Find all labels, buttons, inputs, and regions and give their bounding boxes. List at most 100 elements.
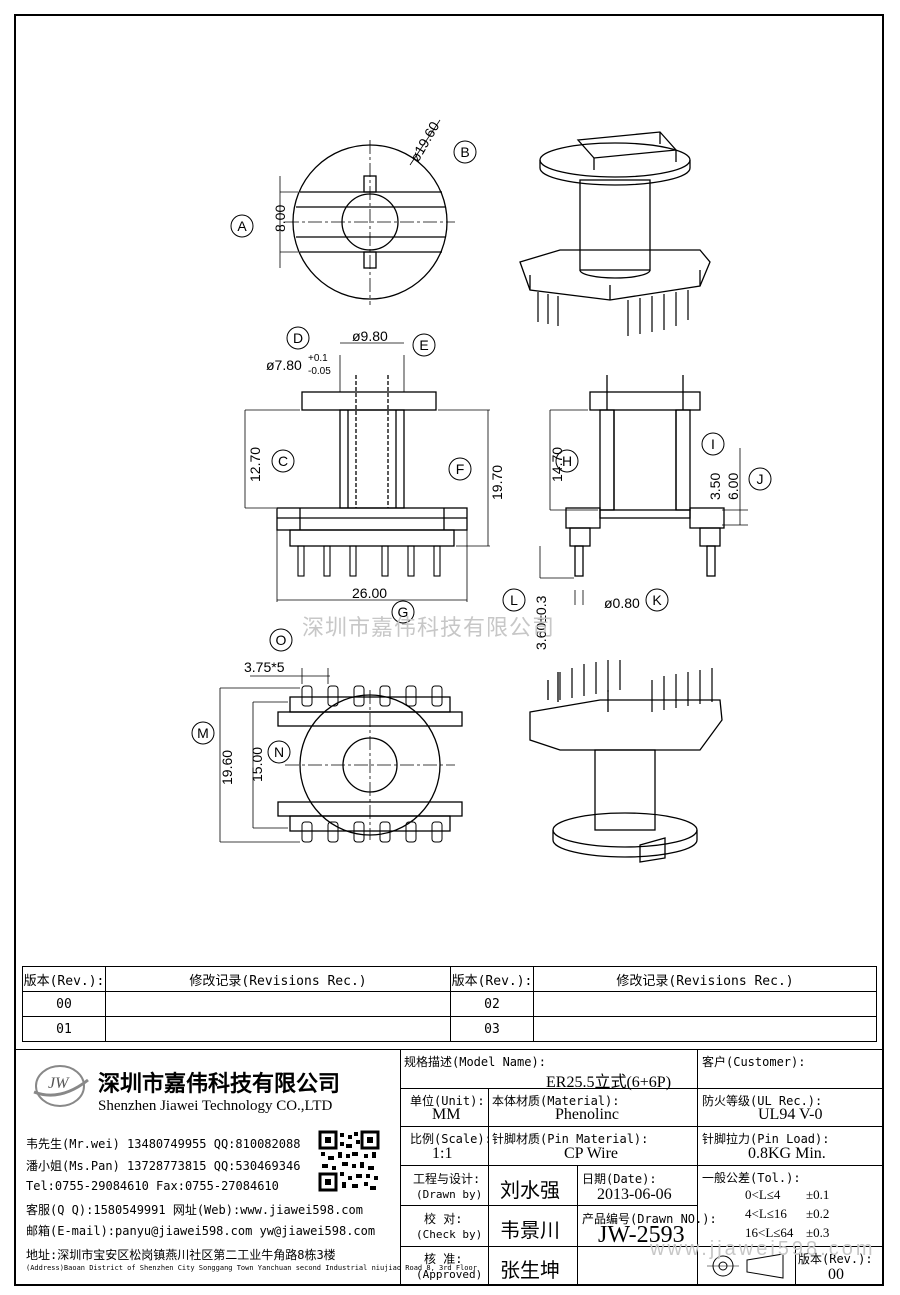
drawn-no-value: JW-2593 bbox=[598, 1222, 685, 1248]
approved-value: 张生坤 bbox=[500, 1258, 560, 1282]
ref-label-d: D bbox=[293, 330, 303, 346]
dim-inner-diameter: ø7.80 bbox=[266, 357, 302, 373]
rev-col-header: 版本(Rev.): bbox=[22, 966, 106, 992]
rec-cell bbox=[105, 991, 451, 1017]
rev-value: 00 bbox=[828, 1266, 844, 1283]
revisions-header-row: 版本(Rev.): 修改记录(Revisions Rec.) 版本(Rev.):… bbox=[22, 966, 877, 992]
logo-text: JW bbox=[48, 1075, 69, 1092]
ref-label-h: H bbox=[562, 453, 572, 469]
scale-value: 1:1 bbox=[432, 1145, 453, 1162]
date-value: 2013-06-06 bbox=[597, 1186, 672, 1203]
pin-material-label: 针脚材质(Pin Material): bbox=[492, 1132, 649, 1146]
drawn-no-label: 产品编号(Drawn NO.): bbox=[582, 1212, 717, 1226]
drawing-sheet-border bbox=[14, 14, 884, 1286]
ref-label-a: A bbox=[237, 218, 247, 234]
check-by-label-en: (Check by) bbox=[416, 1228, 483, 1241]
address-en: (Address)Baoan District of Shenzhen City… bbox=[26, 1264, 477, 1272]
watermark-url: www.jjawei598.com bbox=[650, 1238, 876, 1260]
table-row: 01 03 bbox=[22, 1016, 877, 1042]
drawn-by-label: 工程与设计: bbox=[413, 1172, 481, 1186]
contact-line: 潘小姐(Ms.Pan) 13728773815 QQ:530469346 bbox=[26, 1159, 301, 1173]
tolerance-range: 4<L≤16 bbox=[745, 1206, 787, 1221]
tolerance-range: 0<L≤4 bbox=[745, 1187, 781, 1202]
dim-bottom-inner-width: 15.00 bbox=[249, 747, 265, 782]
dim-bottom-width: 19.60 bbox=[219, 750, 235, 785]
dim-tol-minus: -0.05 bbox=[308, 366, 331, 377]
company-name-en: Shenzhen Jiawei Technology CO.,LTD bbox=[98, 1098, 333, 1114]
qr-code bbox=[318, 1130, 380, 1192]
watermark-company: 深圳市嘉伟科技有限公司 bbox=[302, 616, 556, 641]
pin-load-value: 0.8KG Min. bbox=[748, 1145, 826, 1162]
ref-label-l: L bbox=[510, 592, 518, 608]
material-label: 本体材质(Material): bbox=[492, 1094, 620, 1108]
ul-value: UL94 V-0 bbox=[758, 1106, 823, 1123]
ul-label: 防火等级(UL Rec.): bbox=[702, 1094, 823, 1108]
drawn-by-value: 刘水强 bbox=[500, 1178, 560, 1202]
contact-line: Tel:0755-29084610 Fax:0755-27084610 bbox=[26, 1179, 279, 1193]
contact-line: 韦先生(Mr.wei) 13480749955 QQ:810082088 bbox=[26, 1137, 301, 1151]
scale-label: 比例(Scale): bbox=[410, 1132, 492, 1146]
dim-top-slot-width: 8.00 bbox=[272, 205, 288, 232]
tolerance-value: ±0.2 bbox=[806, 1206, 830, 1221]
customer-label: 客户(Customer): bbox=[702, 1055, 806, 1069]
bottom-view bbox=[219, 668, 463, 843]
tolerance-label: 一般公差(Tol.): bbox=[702, 1171, 801, 1185]
ref-label-b: B bbox=[460, 144, 469, 160]
rec-col-header: 修改记录(Revisions Rec.) bbox=[105, 966, 451, 992]
dim-core-diameter: ø9.80 bbox=[352, 328, 388, 344]
dim-pin-diameter: ø0.80 bbox=[604, 595, 640, 611]
tolerance-range: 16<L≤64 bbox=[745, 1225, 794, 1240]
dim-pin-pitch: 3.75*5 bbox=[244, 659, 285, 675]
unit-label: 单位(Unit): bbox=[410, 1094, 485, 1108]
model-value: ER25.5立式(6+6P) bbox=[546, 1074, 672, 1091]
ref-label-n: N bbox=[274, 744, 284, 760]
table-row: 00 02 bbox=[22, 991, 877, 1017]
check-by-value: 韦景川 bbox=[500, 1218, 560, 1242]
isometric-view-top bbox=[519, 131, 711, 336]
rev-cell: 00 bbox=[22, 991, 106, 1017]
pin-load-label: 针脚拉力(Pin Load): bbox=[702, 1132, 830, 1146]
company-name-cn: 深圳市嘉伟科技有限公司 bbox=[98, 1071, 341, 1097]
front-view bbox=[244, 342, 490, 602]
unit-value: MM bbox=[432, 1106, 461, 1123]
address-cn: 地址:深圳市宝安区松岗镇燕川社区第二工业牛角路8栋3楼 bbox=[26, 1248, 336, 1262]
projection-symbol bbox=[705, 1252, 787, 1284]
company-logo: JW bbox=[30, 1062, 90, 1110]
tolerance-value: ±0.1 bbox=[806, 1187, 830, 1202]
pin-material-value: CP Wire bbox=[564, 1145, 619, 1162]
rev-cell: 03 bbox=[450, 1016, 534, 1042]
rev-cell: 02 bbox=[450, 991, 534, 1017]
date-label: 日期(Date): bbox=[582, 1172, 657, 1186]
rec-cell bbox=[533, 1016, 877, 1042]
revisions-table: 版本(Rev.): 修改记录(Revisions Rec.) 版本(Rev.):… bbox=[22, 966, 877, 1042]
ref-label-f: F bbox=[456, 461, 465, 477]
dim-pin-length: 3.60±0.3 bbox=[533, 595, 549, 650]
isometric-view-bottom bbox=[529, 660, 723, 863]
rev-cell: 01 bbox=[22, 1016, 106, 1042]
drawn-by-label-en: (Drawn by) bbox=[416, 1188, 483, 1201]
top-view bbox=[279, 119, 455, 305]
technical-drawing: ø19.60 8.00 ø9.80 ø7.80 +0.1 -0.05 12.70… bbox=[191, 119, 772, 863]
ref-label-o: O bbox=[276, 632, 287, 648]
side-view bbox=[539, 375, 748, 605]
rec-cell bbox=[105, 1016, 451, 1042]
rec-cell bbox=[533, 991, 877, 1017]
dim-shoulder-height: 6.00 bbox=[725, 473, 741, 500]
ref-label-m: M bbox=[197, 725, 209, 741]
approved-label: 核 准: bbox=[424, 1252, 463, 1266]
dim-base-height: 3.50 bbox=[707, 473, 723, 500]
dim-total-width: 26.00 bbox=[352, 585, 387, 601]
rec-col-header: 修改记录(Revisions Rec.) bbox=[533, 966, 877, 992]
dim-total-height: 19.70 bbox=[489, 465, 505, 500]
material-value: Phenolinc bbox=[555, 1106, 619, 1123]
ref-label-e: E bbox=[419, 337, 428, 353]
contact-line: 客服(Q Q):1580549991 网址(Web):www.jiawei598… bbox=[26, 1203, 363, 1217]
rev-col-header: 版本(Rev.): bbox=[450, 966, 534, 992]
ref-label-g: G bbox=[398, 604, 409, 620]
contact-line: 邮箱(E-mail):panyu@jiawei598.com yw@jiawei… bbox=[26, 1224, 376, 1238]
ref-label-k: K bbox=[652, 592, 662, 608]
dim-winding-height: 12.70 bbox=[247, 447, 263, 482]
ref-label-j: J bbox=[757, 471, 764, 487]
dim-top-diameter: ø19.60 bbox=[407, 119, 443, 165]
check-by-label: 校 对: bbox=[424, 1212, 463, 1226]
